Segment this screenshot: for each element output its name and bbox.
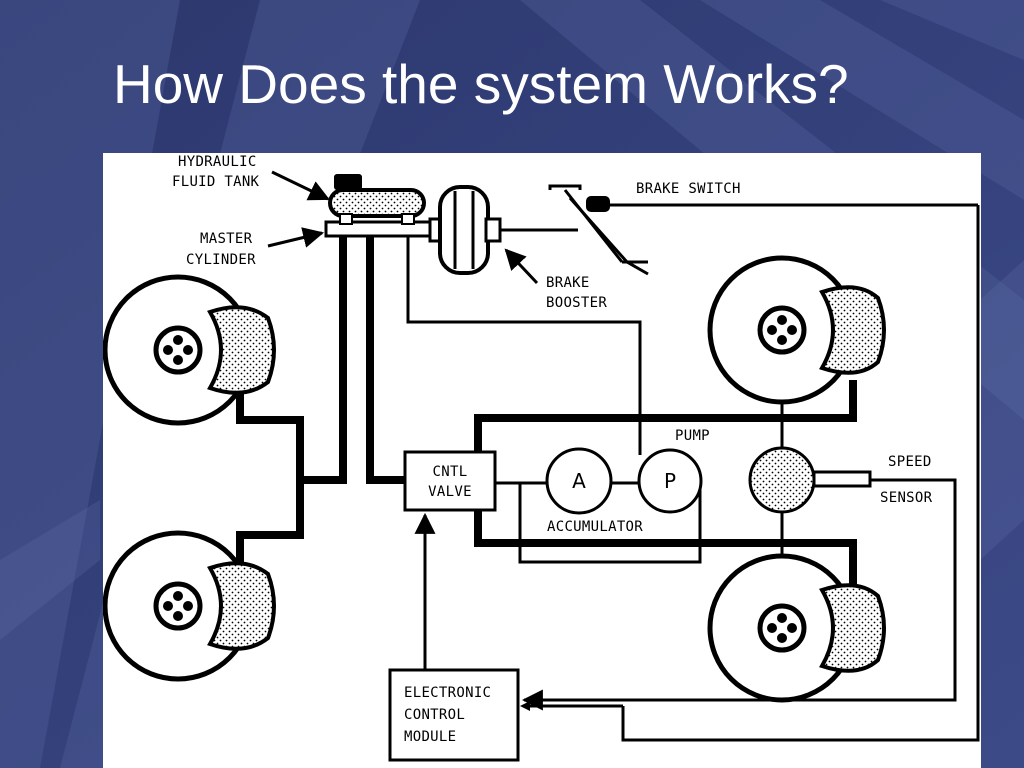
pump: P — [637, 448, 703, 514]
brake-booster-label-line1: BRAKE — [546, 275, 590, 291]
slide-title: How Does the system Works? — [113, 53, 849, 115]
electronic-control-module: ELECTRONIC CONTROL MODULE — [388, 668, 520, 762]
wheel-right-front — [707, 255, 886, 405]
accumulator-symbol: A — [572, 469, 586, 493]
abs-brake-diagram: CNTL VALVE A P ELECTRONIC CONTROL MODULE… — [103, 153, 981, 768]
accumulator-label: ACCUMULATOR — [547, 519, 643, 535]
ecm-label-line1: ELECTRONIC — [404, 685, 491, 701]
cntl-valve-label-line2: VALVE — [428, 484, 472, 500]
brake-booster — [428, 185, 578, 275]
brake-booster-label-line2: BOOSTER — [546, 295, 607, 311]
master-cylinder-label-line1: MASTER — [200, 231, 253, 247]
pump-symbol: P — [664, 469, 676, 493]
hydraulic-fluid-tank-label-line1: HYDRAULIC — [178, 154, 257, 170]
thin-lines — [267, 170, 980, 742]
booster-leader — [504, 248, 539, 285]
speed-sensor-to-ecm — [521, 478, 957, 711]
brake-line-right-rear — [474, 510, 857, 585]
speed-sensor-label-line1: SPEED — [888, 454, 932, 470]
hydraulic-fluid-tank-label-line2: FLUID TANK — [172, 174, 260, 190]
wheel-left-front — [103, 274, 276, 426]
speed-sensor-label-line2: SENSOR — [880, 490, 933, 506]
cntl-valve-label-line1: CNTL — [433, 464, 468, 480]
brake-line-left-front — [236, 233, 347, 484]
brake-pedal — [548, 184, 649, 276]
accumulator: A — [545, 447, 613, 515]
ecm-label-line3: MODULE — [404, 729, 456, 745]
brake-switch — [586, 196, 610, 212]
hydraulic-fluid-tank — [328, 174, 426, 218]
brake-line-to-valve — [366, 233, 405, 484]
pump-label: PUMP — [675, 428, 710, 444]
tank-leader — [271, 170, 330, 201]
brake-line-right-front — [474, 380, 857, 465]
wheel-right-rear — [707, 553, 886, 703]
brake-switch-label: BRAKE SWITCH — [636, 181, 741, 197]
master-cylinder-label-line2: CYLINDER — [186, 252, 256, 268]
wheel-left-rear — [103, 530, 276, 682]
brake-switch-to-ecm — [621, 205, 980, 742]
ecm-label-line2: CONTROL — [404, 707, 465, 723]
brake-line-left-rear — [236, 480, 304, 570]
hydraulic-lines — [236, 233, 857, 585]
master-leader — [267, 227, 325, 248]
pump-supply-line — [406, 235, 642, 455]
control-valve: CNTL VALVE — [403, 450, 497, 512]
speed-sensor — [748, 446, 872, 514]
